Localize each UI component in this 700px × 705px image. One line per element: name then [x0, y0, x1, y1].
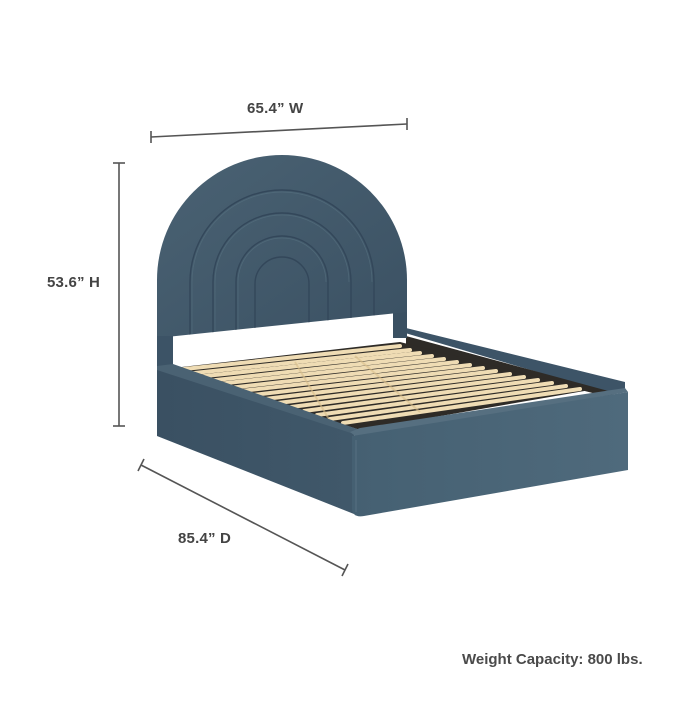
- width-dimension-label: 65.4” W: [247, 100, 304, 117]
- depth-dimension-line: [137, 458, 349, 577]
- headboard-leg-left: [157, 336, 173, 368]
- bed-back-rail: [395, 328, 625, 398]
- bed-footboard: [350, 388, 628, 517]
- width-dimension-line: [150, 118, 408, 143]
- height-dimension-label: 53.6” H: [47, 274, 101, 291]
- headboard-leg-right: [393, 308, 407, 338]
- height-dimension-line: [113, 162, 125, 427]
- wooden-slats: [173, 342, 590, 430]
- bed-side-rail-left: [157, 364, 360, 514]
- depth-dimension-label: 85.4” D: [178, 530, 232, 547]
- arched-headboard: [157, 155, 407, 338]
- weight-capacity-text: Weight Capacity: 800 lbs.: [462, 651, 643, 668]
